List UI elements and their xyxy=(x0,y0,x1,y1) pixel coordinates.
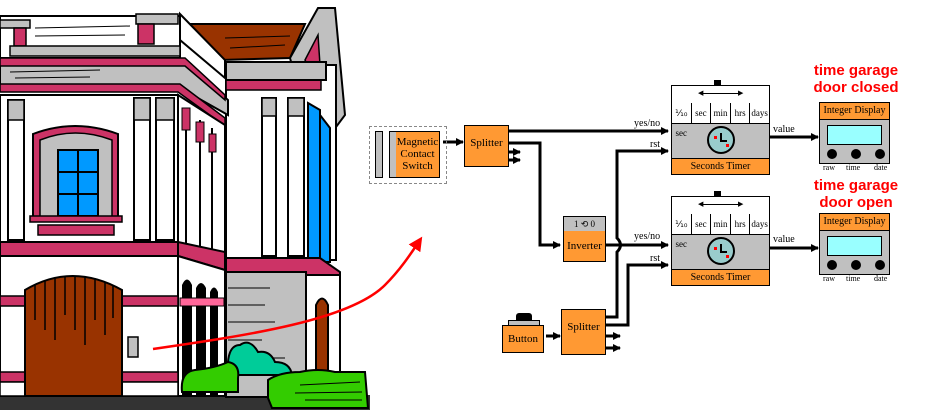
arrow-left-icon: ◀ xyxy=(698,89,704,97)
seconds-timer-bottom[interactable]: ◀ ▶ ⅒ sec sec min hrs days Seconds Timer xyxy=(671,196,770,286)
inverter-one: 1 xyxy=(573,219,579,229)
hedge xyxy=(267,369,370,409)
knob-time[interactable] xyxy=(851,149,861,159)
inverter[interactable]: 1 ⟲ 0 Inverter xyxy=(563,216,606,262)
annotation-bottom-line1: time garage xyxy=(813,177,899,194)
display-screen xyxy=(827,236,882,256)
unit-sec[interactable]: sec xyxy=(692,103,712,123)
wire-splitter2-to-timer1-rst xyxy=(606,147,669,319)
knob-label-date: date xyxy=(874,163,888,172)
label-yes-no-bottom: yes/no xyxy=(634,231,661,242)
knob-time[interactable] xyxy=(851,260,861,270)
knob-label-raw: raw xyxy=(823,274,835,283)
seconds-timer-top[interactable]: ◀ ▶ ⅒ sec sec min hrs days Seconds Timer xyxy=(671,85,770,175)
label-value-bottom: value xyxy=(773,234,795,245)
inverter-label: Inverter xyxy=(567,240,602,252)
timer-range-bar: ◀ ▶ xyxy=(672,197,769,215)
knob-label-time: time xyxy=(846,163,861,172)
timer-footer-label: Seconds Timer xyxy=(672,269,769,285)
splitter-bottom-label: Splitter xyxy=(567,321,600,333)
knob-raw[interactable] xyxy=(827,149,837,159)
knob-label-time: time xyxy=(846,274,861,283)
knob-date[interactable] xyxy=(875,149,885,159)
arrow-right-icon: ▶ xyxy=(738,89,744,97)
unit-hrs[interactable]: hrs xyxy=(731,103,751,123)
red-pointer-arrow xyxy=(152,236,423,351)
inverter-zero: 0 xyxy=(590,219,596,229)
button-block[interactable]: Button xyxy=(502,325,544,353)
timer-unit-selector[interactable]: ⅒ sec sec min hrs days xyxy=(672,214,769,249)
arrow-left-icon: ◀ xyxy=(698,200,704,208)
magnet-bar xyxy=(375,131,383,178)
integer-display-top[interactable]: Integer Display xyxy=(819,102,890,164)
swap-icon: ⟲ xyxy=(580,219,589,229)
splitter-bottom[interactable]: Splitter xyxy=(561,309,606,355)
annotation-top-line2: door closed xyxy=(813,79,899,96)
wall-switch xyxy=(127,336,139,358)
bush xyxy=(180,360,240,393)
label-yes-no-top: yes/no xyxy=(634,118,661,129)
timer-footer-label: Seconds Timer xyxy=(672,158,769,174)
button-cap xyxy=(516,313,532,321)
knob-label-date: date xyxy=(874,274,888,283)
unit-tenth-sec[interactable]: ⅒ sec xyxy=(672,103,692,138)
timer-range-bar: ◀ ▶ xyxy=(672,86,769,104)
integer-display-bottom[interactable]: Integer Display xyxy=(819,213,890,275)
magnetic-contact-switch-group[interactable]: Magnetic Contact Switch xyxy=(369,126,447,184)
knob-raw[interactable] xyxy=(827,260,837,270)
label-rst-top: rst xyxy=(650,139,660,150)
switch-label-line3: Switch xyxy=(402,160,433,172)
unit-hrs[interactable]: hrs xyxy=(731,214,751,234)
wire-splitter2-to-timer2-rst xyxy=(606,261,669,327)
knob-label-raw: raw xyxy=(823,163,835,172)
switch-label-line2: Contact xyxy=(400,148,435,160)
house-illustration xyxy=(0,7,370,410)
inverter-body: Inverter xyxy=(564,231,605,261)
double-arrow-icon xyxy=(700,93,740,94)
unit-min[interactable]: min xyxy=(711,103,731,123)
annotation-top-line1: time garage xyxy=(813,62,899,79)
annotation-door-open: time garage door open xyxy=(806,177,906,211)
display-title: Integer Display xyxy=(820,214,889,231)
unit-days[interactable]: days xyxy=(751,108,768,118)
stopwatch-icon xyxy=(707,237,735,265)
switch-label-line1: Magnetic xyxy=(396,136,439,148)
magnetic-contact-switch[interactable]: Magnetic Contact Switch xyxy=(396,131,440,178)
button-label: Button xyxy=(508,333,538,345)
display-screen xyxy=(827,125,882,145)
garage-door xyxy=(24,275,123,397)
double-arrow-icon xyxy=(700,204,740,205)
unit-days[interactable]: days xyxy=(751,219,768,229)
bush xyxy=(226,341,294,376)
wire-splitter-to-inverter xyxy=(509,141,561,249)
inverter-indicator: 1 ⟲ 0 xyxy=(564,217,605,232)
knob-date[interactable] xyxy=(875,260,885,270)
unit-sec[interactable]: sec xyxy=(692,214,712,234)
display-title: Integer Display xyxy=(820,103,889,120)
annotation-door-closed: time garage door closed xyxy=(806,62,906,96)
unit-tenth-sec[interactable]: ⅒ sec xyxy=(672,214,692,249)
label-rst-bottom: rst xyxy=(650,253,660,264)
label-value-top: value xyxy=(773,124,795,135)
timer-unit-selector[interactable]: ⅒ sec sec min hrs days xyxy=(672,103,769,138)
annotation-bottom-line2: door open xyxy=(819,194,893,211)
stopwatch-icon xyxy=(707,126,735,154)
window xyxy=(319,112,331,263)
unit-min[interactable]: min xyxy=(711,214,731,234)
splitter-top[interactable]: Splitter xyxy=(464,125,509,167)
arrow-right-icon: ▶ xyxy=(738,200,744,208)
splitter-top-label: Splitter xyxy=(470,137,503,149)
